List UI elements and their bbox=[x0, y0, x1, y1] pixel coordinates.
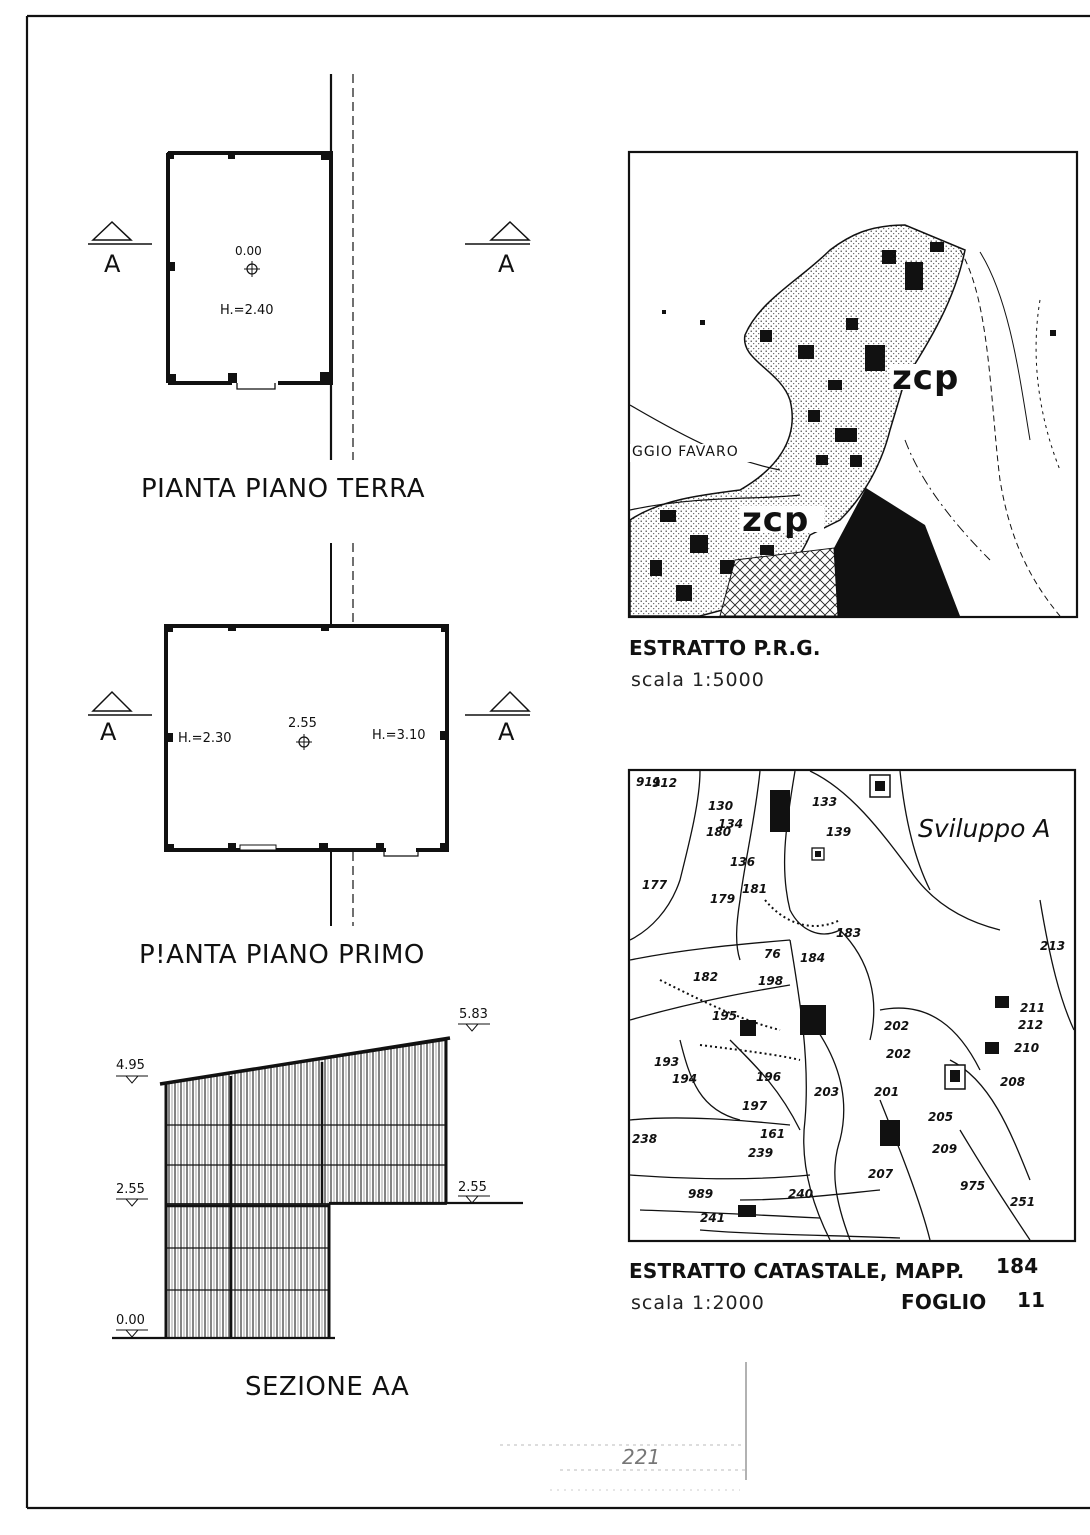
catasto-parcel-number: 207 bbox=[868, 1167, 894, 1181]
section-ridge-level: 5.83 bbox=[459, 1007, 488, 1022]
section-floor-right-level: 2.55 bbox=[458, 1180, 487, 1195]
catasto-parcel-number: 196 bbox=[756, 1070, 781, 1084]
catasto-parcel-number: 182 bbox=[693, 970, 718, 984]
catasto-parcel-number: 198 bbox=[758, 974, 783, 988]
catasto-parcel-number: 912 bbox=[652, 776, 677, 790]
catasto-parcel-number: 193 bbox=[654, 1055, 679, 1069]
catasto-parcel-number: 177 bbox=[642, 878, 668, 892]
catasto-parcel-number: 975 bbox=[960, 1179, 985, 1193]
ground-height-label: H.=2.40 bbox=[220, 303, 274, 318]
prg-scale: scala 1:5000 bbox=[631, 669, 765, 691]
catasto-parcel-number: 161 bbox=[760, 1127, 785, 1141]
catasto-mapp-number: 184 bbox=[996, 1254, 1039, 1278]
catasto-parcel-number: 183 bbox=[836, 926, 861, 940]
catasto-parcel-number: 202 bbox=[884, 1019, 909, 1033]
first-plan-title: P!ANTA PIANO PRIMO bbox=[139, 940, 425, 970]
section-ground-level: 0.00 bbox=[116, 1313, 145, 1328]
catasto-parcel-number: 184 bbox=[800, 951, 825, 965]
prg-caption: ESTRATTO P.R.G. bbox=[629, 636, 821, 660]
section-marker-left-2 bbox=[88, 690, 152, 716]
catasto-parcel-number: 212 bbox=[1018, 1018, 1043, 1032]
catasto-parcel-number: 130 bbox=[708, 799, 733, 813]
catasto-parcel-number: 76 bbox=[764, 947, 781, 961]
ground-floor-plan bbox=[88, 74, 531, 460]
section-marker-right-2 bbox=[465, 690, 531, 716]
catasto-parcel-number: 209 bbox=[932, 1142, 957, 1156]
section-letter-left: A bbox=[104, 250, 121, 278]
first-height-left: H.=2.30 bbox=[178, 731, 232, 746]
prg-zone-label-b: zcp bbox=[742, 500, 810, 540]
stamp-area bbox=[500, 1362, 747, 1491]
catasto-parcel-number: 211 bbox=[1020, 1001, 1045, 1015]
ground-plan-title: PIANTA PIANO TERRA bbox=[141, 474, 425, 504]
catasto-parcel-number: 195 bbox=[712, 1009, 737, 1023]
prg-zone-label-a: zcp bbox=[892, 358, 960, 398]
catasto-parcel-number: 911 bbox=[636, 775, 661, 789]
catasto-parcel-number: 238 bbox=[632, 1132, 657, 1146]
section-letter-left-2: A bbox=[100, 718, 117, 746]
sheet-frame bbox=[25, 14, 1090, 1510]
catasto-parcel-number: 194 bbox=[672, 1072, 697, 1086]
section-aa-drawing bbox=[112, 1023, 523, 1340]
catasto-scale: scala 1:2000 bbox=[631, 1292, 765, 1314]
catasto-parcel-number: 240 bbox=[788, 1187, 813, 1201]
catasto-parcel-number: 139 bbox=[826, 825, 851, 839]
first-floor-plan bbox=[88, 543, 531, 926]
catasto-parcel-number: 989 bbox=[688, 1187, 713, 1201]
first-level-label: 2.55 bbox=[288, 716, 317, 731]
catasto-map-title: Sviluppo A bbox=[918, 814, 1051, 843]
catasto-parcel-number: 210 bbox=[1014, 1041, 1039, 1055]
catasto-parcel-number: 241 bbox=[700, 1211, 725, 1225]
catasto-parcel-number: 180 bbox=[706, 825, 731, 839]
section-marker-right bbox=[465, 220, 531, 245]
catasto-parcel-number: 213 bbox=[1040, 939, 1065, 953]
catasto-parcel-number: 203 bbox=[814, 1085, 839, 1099]
catasto-caption: ESTRATTO CATASTALE, MAPP. bbox=[629, 1259, 965, 1283]
section-letter-right: A bbox=[498, 250, 515, 278]
prg-place-label: GGIO FAVARO bbox=[632, 444, 739, 460]
catasto-parcel-number: 133 bbox=[812, 795, 837, 809]
catasto-parcel-number: 181 bbox=[742, 882, 767, 896]
catasto-parcel-number: 208 bbox=[1000, 1075, 1025, 1089]
catasto-foglio-number: 11 bbox=[1017, 1288, 1046, 1312]
section-marker-left bbox=[88, 220, 152, 245]
stamp-number: 221 bbox=[622, 1445, 661, 1469]
first-height-right: H.=3.10 bbox=[372, 728, 426, 743]
catasto-parcel-number: 136 bbox=[730, 855, 755, 869]
catasto-parcel-number: 251 bbox=[1010, 1195, 1035, 1209]
catasto-parcel-number: 205 bbox=[928, 1110, 953, 1124]
catasto-parcel-number: 197 bbox=[742, 1099, 768, 1113]
catasto-parcel-number: 134 bbox=[718, 817, 743, 831]
catasto-parcel-number: 202 bbox=[886, 1047, 911, 1061]
catasto-foglio-label: FOGLIO bbox=[901, 1290, 987, 1314]
section-floor-left-level: 2.55 bbox=[116, 1182, 145, 1197]
section-letter-right-2: A bbox=[498, 718, 515, 746]
catasto-parcel-number: 239 bbox=[748, 1146, 773, 1160]
section-eave-level: 4.95 bbox=[116, 1058, 145, 1073]
section-title: SEZIONE AA bbox=[245, 1372, 410, 1402]
catasto-parcel-number: 201 bbox=[874, 1085, 899, 1099]
ground-level-label: 0.00 bbox=[235, 244, 262, 258]
catasto-parcel-number: 179 bbox=[710, 892, 735, 906]
prg-map bbox=[627, 150, 1079, 619]
